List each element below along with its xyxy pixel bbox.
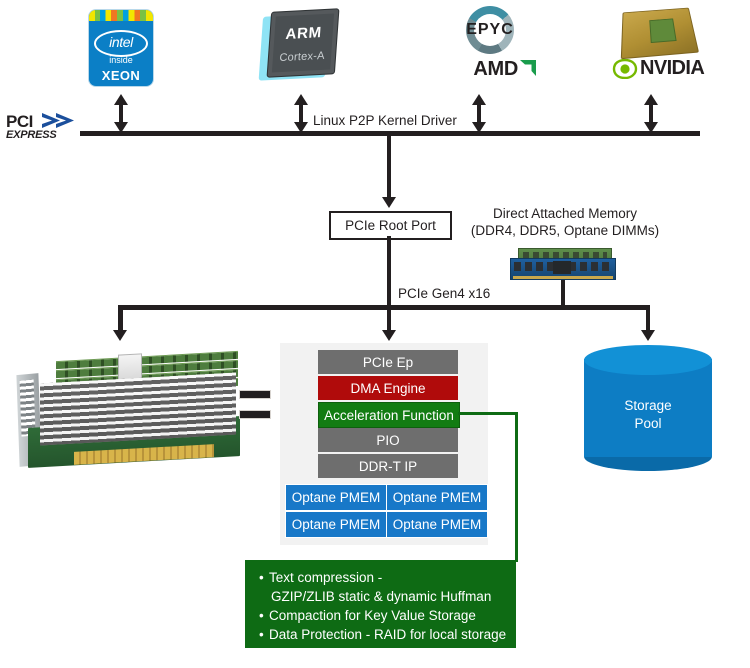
block-optane-pmem: Optane PMEM [386,511,488,538]
card-heatsink-fins [40,372,236,446]
block-pcie-ep-label: PCIe Ep [362,354,414,370]
arrowhead-down-card [113,330,127,341]
arm-cortex-a-logo: ARM Cortex-A [258,8,342,86]
nvidia-wordmark: NVIDIA [640,57,705,79]
amd-label: AMD [473,58,518,80]
equals-sign-bottom-bar [239,410,271,419]
express-logo-text: EXPRESS [6,129,57,141]
arrowhead-down-intel [114,122,128,133]
bus-to-rootport-shaft [386,136,391,198]
block-optane-pmem-label: Optane PMEM [291,517,381,532]
block-optane-pmem: Optane PMEM [285,484,387,511]
arm-cortex-label: Cortex-A [278,49,326,65]
linux-p2p-driver-label: Linux P2P Kernel Driver [313,113,457,128]
arrowhead-down-amd [472,122,486,133]
fanout-branch-left-shaft [118,305,123,333]
arrowhead-up-intel [114,94,128,105]
block-pio-label: PIO [376,432,400,448]
arrow-shaft-nvidia [648,100,653,124]
pci-express-logo: PCI EXPRESS [6,112,78,146]
card-heatsink [40,372,236,446]
arrowhead-up-arm [294,94,308,105]
acceleration-callout-connector-vertical [515,412,518,562]
block-optane-pmem-label: Optane PMEM [291,490,381,505]
block-optane-pmem-label: Optane PMEM [392,517,482,532]
direct-attached-memory-line2: (DDR4, DDR5, Optane DIMMs) [470,223,660,238]
storage-pool-label-line2: Pool [634,416,662,432]
memory-to-fanout-shaft [560,280,565,307]
feature-item: Compaction for Key Value Storage [259,606,506,625]
fanout-branch-middle-shaft [386,305,391,333]
arrow-shaft-intel [118,100,123,124]
amd-epyc-logo: EPYC AMD [440,6,540,88]
pci-logo-text: PCI [6,112,33,131]
arrowhead-down-stack [381,330,396,341]
intel-color-strip [89,10,153,21]
nvidia-chip-image [620,7,700,60]
feature-item: Text compression - [259,568,506,587]
pcie-bus-line [80,131,700,136]
dimm-controller-chip [553,261,571,274]
direct-attached-memory-line1: Direct Attached Memory [492,206,638,221]
amd-arrow-icon [519,60,536,82]
acceleration-features-list: Text compression - GZIP/ZLIB static & dy… [259,568,506,645]
arrowhead-down-nvidia [644,122,658,133]
arrowhead-up-amd [472,94,486,105]
pcie-gen4-x16-label: PCIe Gen4 x16 [398,286,491,301]
arrowhead-down-rootport [382,197,396,208]
acceleration-callout-connector-horizontal [458,412,518,415]
dimm-green-chips [523,252,607,262]
nvidia-eye-icon [612,58,638,84]
storage-pool-label: Storage Pool [584,397,712,433]
intel-wordmark: intel [94,30,148,57]
nvidia-die [648,18,677,43]
fanout-branch-right-shaft [645,305,650,333]
fanout-bus-line [118,305,650,310]
block-dma-engine-label: DMA Engine [350,380,426,396]
pci-chevron-icon [42,112,76,134]
feature-item-continuation: GZIP/ZLIB static & dynamic Huffman [271,589,492,605]
block-ddr-t-ip-label: DDR-T IP [358,458,418,474]
arrowhead-down-storage [640,330,655,341]
dimm-gold-fingers [513,276,613,279]
pcie-accelerator-card-image [16,348,250,478]
rootport-to-fanout-shaft [386,236,391,307]
block-acceleration-function-label: Acceleration Function [324,407,454,423]
dimm-module-image [510,248,620,284]
cylinder-body [584,359,712,457]
acceleration-features-callout: Text compression - GZIP/ZLIB static & dy… [245,560,516,648]
block-optane-pmem: Optane PMEM [386,484,488,511]
epyc-label: EPYC [466,21,514,38]
block-dma-engine: DMA Engine [318,376,458,400]
arrowhead-down-arm [294,122,308,133]
intel-xeon-logo: intel inside XEON [89,10,153,86]
arm-label: ARM [284,24,323,43]
block-pcie-ep: PCIe Ep [318,350,458,374]
arrow-shaft-amd [476,100,481,124]
storage-pool-cylinder: Storage Pool [584,345,712,471]
block-pio: PIO [318,428,458,452]
arrowhead-up-nvidia [644,94,658,105]
block-ddr-t-ip: DDR-T IP [318,454,458,478]
dimm-blue-module [510,258,616,280]
equals-sign-top-bar [239,390,271,399]
epyc-ring-inner [474,14,506,46]
arm-chip-body: ARM Cortex-A [266,8,340,78]
block-acceleration-function: Acceleration Function [318,402,460,428]
storage-pool-label-line1: Storage [624,398,672,413]
pcie-root-port-label: PCIe Root Port [345,218,436,233]
arrow-shaft-arm [298,100,303,124]
intel-inside-label: inside [109,55,133,65]
feature-item: Data Protection - RAID for local storage [259,625,506,644]
intel-xeon-label: XEON [101,68,141,83]
cylinder-top-ellipse [584,345,712,375]
pcie-root-port-box: PCIe Root Port [329,211,452,240]
block-optane-pmem: Optane PMEM [285,511,387,538]
nvidia-logo: NVIDIA [604,6,708,88]
block-optane-pmem-label: Optane PMEM [392,490,482,505]
